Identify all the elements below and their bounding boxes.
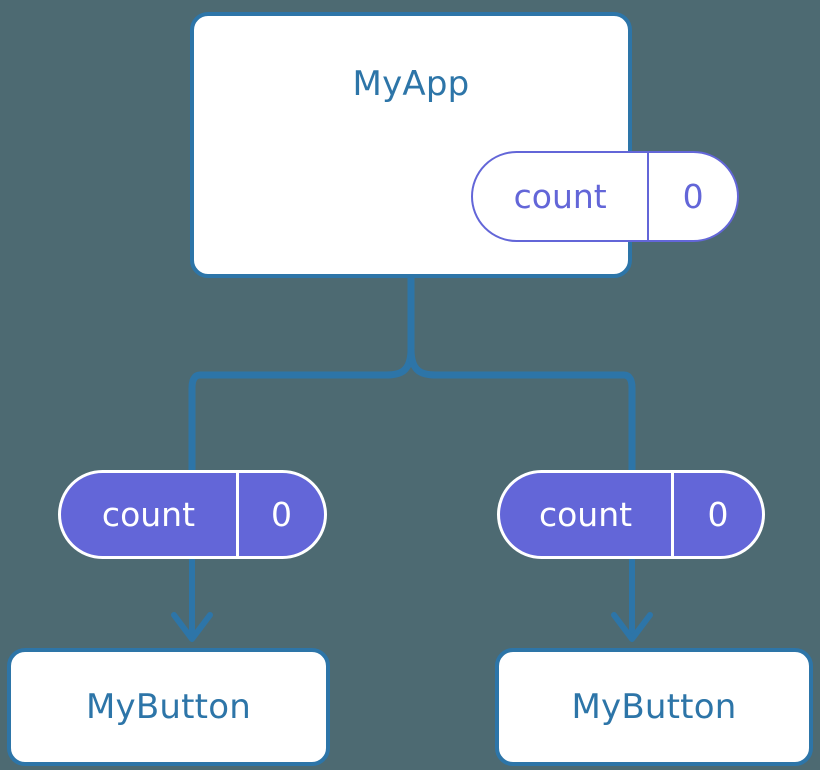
state-pill-count[interactable]: count 0 (471, 151, 739, 242)
props-arrow-head-right (611, 612, 653, 642)
branch-connector-right (407, 348, 636, 470)
state-pill-key: count (513, 177, 607, 216)
props-pill-left-key: count (101, 495, 196, 534)
props-pill-right[interactable]: count 0 (497, 470, 765, 559)
component-box-mybutton-left[interactable]: MyButton (7, 648, 330, 766)
props-pill-right-key: count (538, 495, 633, 534)
branch-connector-left (188, 348, 415, 470)
component-box-mybutton-right[interactable]: MyButton (495, 648, 813, 766)
props-pill-left[interactable]: count 0 (58, 470, 327, 559)
state-pill-value: 0 (647, 153, 737, 240)
component-name-myapp: MyApp (352, 64, 470, 104)
props-pill-right-value: 0 (671, 473, 762, 556)
props-pill-left-value: 0 (235, 473, 324, 556)
component-name-mybutton-left: MyButton (86, 687, 251, 727)
component-name-mybutton-right: MyButton (571, 687, 737, 727)
component-box-myapp[interactable]: MyApp count 0 (190, 12, 739, 278)
props-arrow-head-left (171, 612, 213, 642)
